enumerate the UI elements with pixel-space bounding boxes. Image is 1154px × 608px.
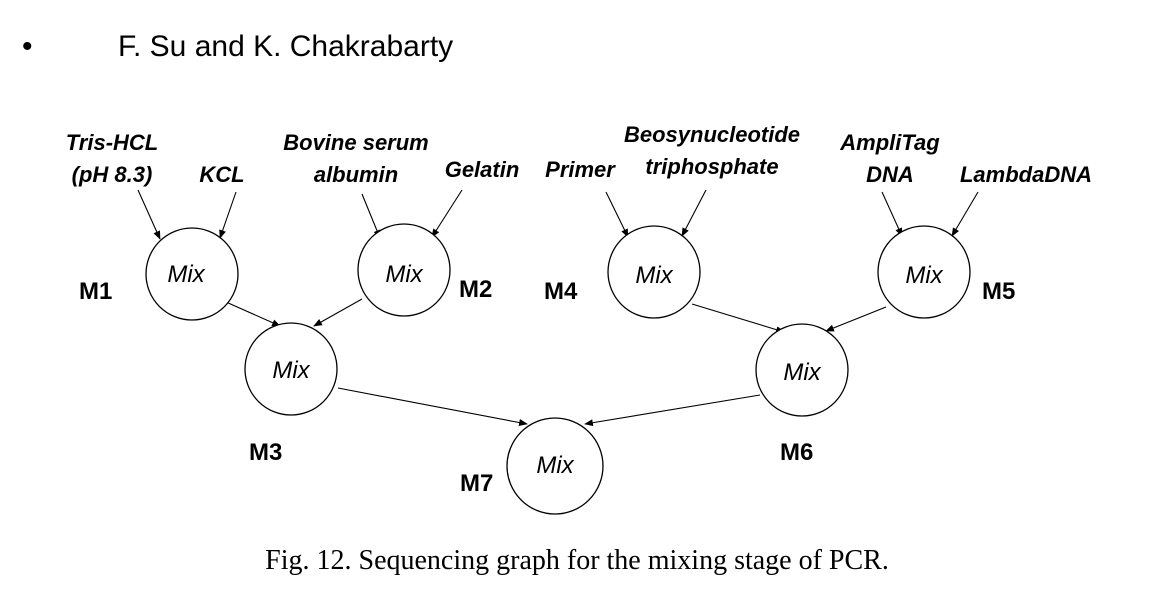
node-m4-name: M4: [544, 278, 578, 305]
edge-m2-to-m3: [313, 298, 363, 327]
input-tris-line2: (pH 8.3): [72, 162, 153, 187]
edge-m3-to-m7: [337, 387, 528, 426]
authors-text: F. Su and K. Chakrabarty: [118, 30, 454, 63]
node-m6-label: Mix: [783, 359, 821, 386]
node-m2-label: Mix: [385, 261, 423, 288]
edge-m5-to-m6: [825, 306, 887, 332]
input-gelatin: Gelatin: [445, 157, 520, 182]
node-m2: Mix: [357, 223, 451, 317]
input-amplitag-line2: DNA: [866, 162, 914, 187]
input-tris-line1: Tris-HCL: [66, 130, 159, 155]
edge-primer-to-m4: [605, 191, 629, 238]
node-m5: Mix: [877, 225, 971, 319]
bullet-dot: •: [22, 30, 33, 63]
node-m5-label: Mix: [905, 262, 943, 289]
edge-bovine-to-m2: [361, 193, 381, 239]
node-m3-label: Mix: [272, 357, 310, 384]
edge-amplitag-to-m5: [881, 191, 903, 237]
edge-kcl-to-m1: [219, 191, 237, 239]
edge-m4-to-m6: [691, 303, 785, 334]
input-beosynucleotide-line2: triphosphate: [645, 154, 778, 179]
node-m6-name: M6: [780, 439, 813, 466]
node-m4-label: Mix: [635, 262, 673, 289]
edge-lambdadna-to-m5: [951, 191, 979, 237]
node-m1: Mix: [145, 227, 239, 321]
node-m7: Mix: [506, 417, 604, 515]
edge-m6-to-m7: [584, 394, 761, 427]
input-amplitag-line1: AmpliTag: [839, 130, 940, 155]
input-bovine-line2: albumin: [314, 162, 398, 187]
node-m3-name: M3: [249, 439, 282, 466]
input-lambdadna: LambdaDNA: [960, 162, 1092, 187]
edge-tris-to-m1: [137, 189, 161, 240]
node-m2-name: M2: [459, 276, 492, 303]
input-kcl: KCL: [199, 162, 244, 187]
input-primer: Primer: [545, 157, 616, 182]
node-m7-label: Mix: [536, 452, 574, 479]
edge-beosynucleotide-to-m4: [681, 189, 707, 237]
node-m7-name: M7: [460, 470, 493, 497]
node-m6: Mix: [755, 323, 849, 417]
node-m1-name: M1: [79, 278, 112, 305]
node-m4: Mix: [607, 225, 701, 319]
figure-caption: Fig. 12. Sequencing graph for the mixing…: [265, 545, 889, 576]
node-m5-name: M5: [982, 278, 1015, 305]
edge-gelatin-to-m2: [431, 189, 463, 238]
node-m1-label: Mix: [167, 261, 205, 288]
input-beosynucleotide-line1: Beosynucleotide: [624, 122, 800, 147]
input-bovine-line1: Bovine serum: [283, 130, 429, 155]
node-m3: Mix: [244, 322, 338, 416]
edge-m1-to-m3: [225, 301, 281, 327]
